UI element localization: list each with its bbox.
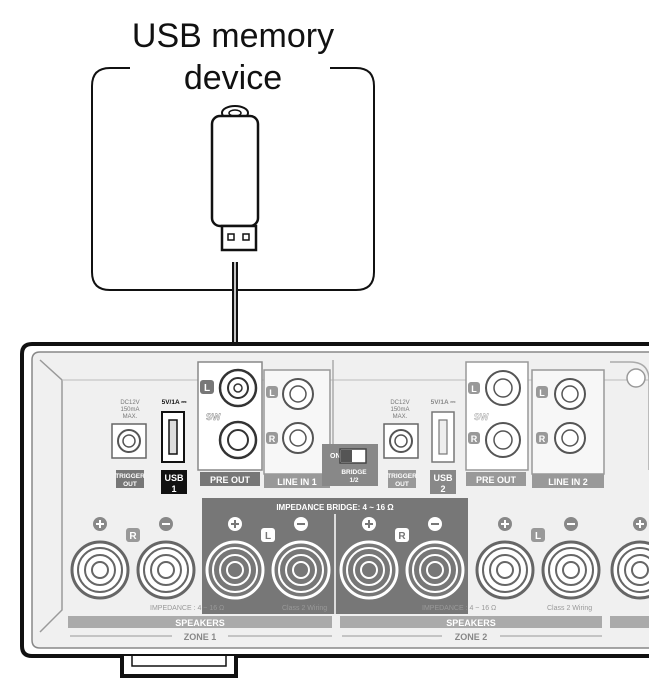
usb2-rating: 5V/1A ⎓	[431, 399, 457, 406]
bridge-switch: ON BRIDGE 1/2	[322, 444, 378, 486]
zone3-plus-terminal	[610, 517, 649, 600]
device-title-line2: device	[183, 59, 283, 97]
zone2-label: ZONE 2	[455, 632, 488, 642]
pre-out-block-1: L SW PRE OUT	[197, 361, 263, 486]
device-title-line1: USB memory	[131, 17, 335, 55]
zone1-r-plus-terminal	[70, 517, 130, 600]
zone1-l-plus-terminal	[205, 517, 265, 600]
trigger-rating-2a: DC12V	[390, 400, 409, 406]
trigger-rating-2c: MAX.	[393, 414, 408, 420]
line-in-block-1: L R LINE IN 1	[263, 369, 331, 488]
pre-out2-r-mark: R	[471, 434, 478, 444]
trigger-out-jack-1	[111, 423, 147, 459]
usb-port-2	[431, 411, 455, 463]
trigger-out-label-2: TRIGGER	[387, 473, 417, 480]
trigger-rating-1: DC12V	[120, 400, 139, 406]
usb-memory-stick-icon	[210, 105, 260, 252]
zone1-l-badge: L	[261, 528, 275, 542]
trigger-rating-2: 150mA	[120, 407, 139, 413]
trigger-rating-2b: 150mA	[390, 407, 409, 413]
usb2-label: USB	[433, 473, 453, 483]
usb2-number: 2	[440, 484, 445, 494]
zone1-l-minus-terminal	[271, 517, 331, 600]
line-in2-l-mark: L	[539, 388, 545, 398]
impedance-bridge-header: IMPEDANCE BRIDGE: 4 ~ 16 Ω	[276, 503, 394, 512]
line-in-r-mark: R	[269, 434, 276, 444]
usb1-rating: 5V/1A ⎓	[162, 399, 188, 406]
zone2-l-badge: L	[531, 528, 545, 542]
sw-label-2: SW	[474, 412, 489, 422]
svg-text:L: L	[265, 531, 271, 542]
zone1-upper-connectors: DC12V 150mA MAX. TRIGGER OUT 5V/1A ⎓ USB…	[111, 361, 331, 494]
trigger-rating-3: MAX.	[123, 414, 138, 420]
class2-wiring-2: Class 2 Wiring	[547, 605, 592, 612]
usb1-number: 1	[171, 484, 176, 494]
speakers-label-2: SPEAKERS	[446, 618, 496, 628]
zone1-label: ZONE 1	[184, 632, 217, 642]
trigger-out-label-2b: OUT	[395, 481, 409, 488]
zone-labels: IMPEDANCE : 4 ~ 16 Ω Class 2 Wiring IMPE…	[68, 605, 649, 642]
svg-text:L: L	[535, 531, 541, 542]
zone1-r-minus-terminal	[136, 517, 196, 600]
zone2-l-minus-terminal	[541, 517, 601, 600]
svg-text:R: R	[129, 531, 137, 542]
usb1-label: USB	[164, 473, 184, 483]
pre-out-l-mark: L	[204, 383, 210, 394]
zone2-r-plus-terminal	[339, 517, 399, 600]
pre-out2-l-mark: L	[471, 384, 477, 394]
line-in2-r-mark: R	[539, 434, 546, 444]
zone2-upper-connectors: DC12V 150mA MAX. TRIGGER OUT 5V/1A ⎓ USB…	[383, 361, 649, 494]
zone2-r-badge: R	[395, 528, 409, 542]
trigger-out-label-1b: OUT	[123, 481, 137, 488]
trigger-out-jack-2	[383, 423, 419, 459]
speakers-label-1: SPEAKERS	[175, 618, 225, 628]
impedance-note-2: IMPEDANCE : 4 ~ 16 Ω	[422, 605, 496, 612]
line-in-l-mark: L	[269, 388, 275, 398]
bridge-label: BRIDGE	[341, 469, 367, 476]
pre-out-label-1: PRE OUT	[210, 475, 251, 485]
line-in-label-1: LINE IN 1	[277, 477, 317, 487]
line-in-block-2: L R LINE IN 2	[531, 369, 605, 488]
line-in-label-2: LINE IN 2	[548, 477, 588, 487]
pre-out-label-2: PRE OUT	[476, 475, 517, 485]
impedance-note-1: IMPEDANCE : 4 ~ 16 Ω	[150, 605, 224, 612]
zone1-r-badge: R	[126, 528, 140, 542]
sw-label: SW	[206, 412, 221, 422]
svg-text:R: R	[398, 531, 406, 542]
zone2-l-plus-terminal	[475, 517, 535, 600]
trigger-out-label-1: TRIGGER	[115, 473, 145, 480]
class2-wiring-1: Class 2 Wiring	[282, 605, 327, 612]
pre-out-block-2: L SW R PRE OUT	[465, 361, 529, 486]
usb-port-1	[161, 411, 185, 463]
zone2-r-minus-terminal	[405, 517, 465, 600]
bridge-on-label: ON	[330, 453, 341, 460]
bridge-sub-label: 1/2	[349, 477, 358, 484]
